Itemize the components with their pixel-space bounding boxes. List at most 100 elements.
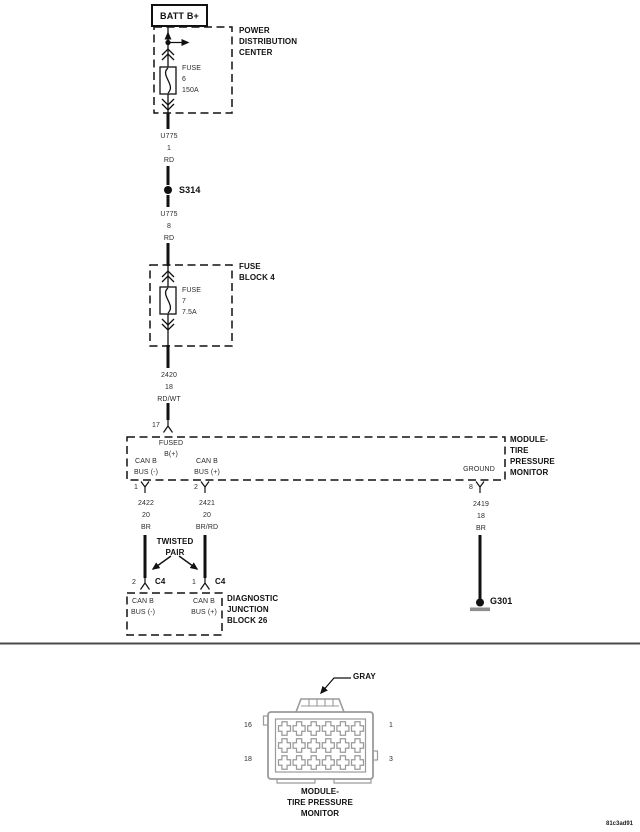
pdc-chevron-up-icon xyxy=(161,48,175,61)
splice-dot xyxy=(164,186,172,194)
pin-2-symbol xyxy=(200,481,210,493)
junction-pin-1: 1 xyxy=(192,579,196,586)
drawing-id: 81c3ad91 xyxy=(606,821,634,827)
wire-label-2422: 2422 20 BR xyxy=(138,498,154,534)
wire-color: BR xyxy=(476,525,486,532)
module-pin-2: 2 xyxy=(194,484,198,491)
wire-color: BR/RD xyxy=(195,524,219,531)
wire-label-2420: 2420 18 RD/WT xyxy=(157,370,180,406)
pin-17-symbol xyxy=(163,420,173,433)
battery-node: BATT B+ xyxy=(151,4,208,27)
fb4-chevron-down-icon xyxy=(161,318,175,331)
component-dashed-boxes xyxy=(126,26,506,636)
battery-label: BATT B+ xyxy=(160,10,199,21)
wire-gauge: 20 xyxy=(203,512,211,519)
junction-box xyxy=(126,592,223,636)
junction-title-line: JUNCTION xyxy=(227,605,269,614)
gray-leader-arrow xyxy=(320,677,351,695)
junction-terminal-line: CAN B xyxy=(132,598,154,605)
pdc-chevron-down-icon xyxy=(161,98,175,111)
connector-caption: MODULE- TIRE PRESSURE MONITOR xyxy=(287,786,353,819)
wire-circuit: 2422 xyxy=(138,500,154,507)
connector-inner-face xyxy=(274,718,367,773)
module-pin-17: 17 xyxy=(152,422,160,429)
module-terminal-line: CAN B xyxy=(196,458,218,465)
fuse-7-symbol xyxy=(159,286,177,315)
wire-circuit: U775 xyxy=(160,133,178,140)
pdc-title: POWER DISTRIBUTION CENTER xyxy=(239,25,297,58)
module-terminal-line: BUS (-) xyxy=(133,469,159,476)
fuse-name: FUSE xyxy=(182,287,202,294)
junction-connector-c4-right: C4 xyxy=(215,577,226,586)
junction-title-line: DIAGNOSTIC xyxy=(227,594,279,603)
connector-pin-18: 18 xyxy=(244,756,252,763)
twisted-pair-arrow-right xyxy=(178,555,199,570)
wire-gauge: 18 xyxy=(476,513,485,520)
thick-wires xyxy=(143,113,482,599)
fuse-name: FUSE xyxy=(182,65,202,72)
junction-connector-c4-left: C4 xyxy=(155,577,166,586)
fuse-block-title-line: FUSE xyxy=(239,262,261,271)
module-terminal-line: B(+) xyxy=(164,451,178,458)
module-title-line: PRESSURE xyxy=(510,457,555,466)
wire-label-u775-1: U775 1 RD xyxy=(160,131,177,167)
fuse-6-symbol xyxy=(159,66,177,95)
junction-terminal-line: BUS (-) xyxy=(130,609,156,616)
connector-pin-3: 3 xyxy=(389,756,393,763)
connector-tab-ribs xyxy=(301,699,339,707)
ground-point-label: G301 xyxy=(490,596,513,606)
wire-label-u775-8: U775 8 RD xyxy=(160,209,177,245)
wire-gauge: 18 xyxy=(164,384,173,391)
pdc-title-line: DISTRIBUTION xyxy=(239,37,298,46)
twisted-pair-arrow-left xyxy=(151,555,172,570)
fuse-block-box xyxy=(149,264,233,347)
wire-gauge: 20 xyxy=(141,512,150,519)
pdc-title-line: POWER xyxy=(239,26,270,35)
module-fused-b-label: FUSED B(+) xyxy=(159,438,183,460)
module-title-line: MODULE- xyxy=(510,435,549,444)
junction-terminal-line: BUS (+) xyxy=(191,609,217,616)
junction-title-line: BLOCK 26 xyxy=(227,616,268,625)
djb-pin-2-symbol xyxy=(140,576,150,590)
wire-gauge: 8 xyxy=(166,223,171,230)
splice-label: S314 xyxy=(179,185,201,195)
wire-circuit: 2419 xyxy=(473,501,489,508)
pin-8-symbol xyxy=(475,481,485,493)
junction-title: DIAGNOSTIC JUNCTION BLOCK 26 xyxy=(227,593,278,626)
connector-pin-1: 1 xyxy=(389,722,393,729)
wire-color: RD xyxy=(163,235,175,242)
wire-gauge: 1 xyxy=(166,145,171,152)
fuse-rating: 150A xyxy=(182,87,199,94)
djb-pin-1-symbol xyxy=(200,576,210,590)
wire-color: BR xyxy=(141,524,151,531)
pin-1-symbol xyxy=(140,481,150,493)
wire-color: RD/WT xyxy=(157,396,181,403)
pdc-junction-dot xyxy=(165,39,171,46)
wire-label-2421: 2421 20 BR/RD xyxy=(196,498,218,534)
connector-right-nub xyxy=(372,750,379,761)
wire-circuit: 2421 xyxy=(199,500,215,507)
pin-symbols xyxy=(140,420,485,590)
twisted-pair-label: TWISTED PAIR xyxy=(157,536,194,558)
wire-circuit: 2420 xyxy=(161,372,177,379)
connector-caption-line: TIRE PRESSURE xyxy=(287,798,353,807)
module-title-line: TIRE xyxy=(510,446,529,455)
fuse-rating: 7.5A xyxy=(182,309,197,316)
fuse-6-label: FUSE 6 150A xyxy=(182,63,201,96)
module-terminal-line: CAN B xyxy=(135,458,157,465)
fb4-chevron-up-icon xyxy=(161,270,175,283)
twisted-pair-line: PAIR xyxy=(165,548,185,557)
connector-caption-line: MONITOR xyxy=(300,809,340,818)
module-pin-8: 8 xyxy=(469,484,473,491)
junction-pin-2: 2 xyxy=(132,579,136,586)
junction-terminal-line: CAN B xyxy=(193,598,215,605)
fuse-number: 6 xyxy=(182,76,186,83)
module-canb-plus-label: CAN B BUS (+) xyxy=(194,456,220,478)
module-pin-1: 1 xyxy=(134,484,138,491)
connector-left-nub xyxy=(262,715,269,726)
connector-pin-16: 16 xyxy=(244,722,252,729)
fuse-7-label: FUSE 7 7.5A xyxy=(182,285,201,318)
pdc-title-line: CENTER xyxy=(239,48,273,57)
pdc-box xyxy=(153,26,233,114)
